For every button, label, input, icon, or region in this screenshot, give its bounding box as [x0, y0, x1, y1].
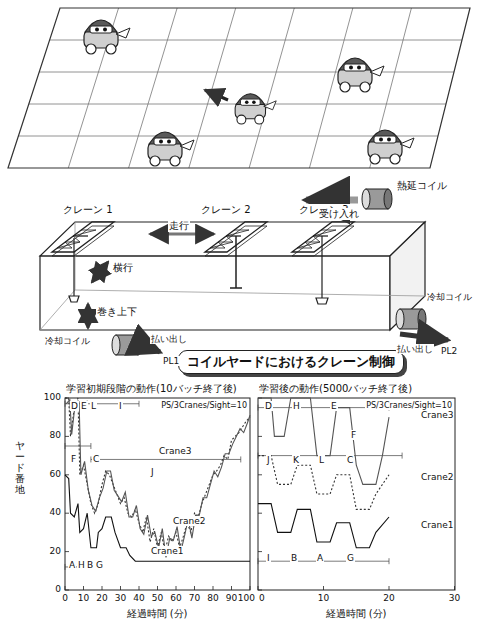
- span-letter: J: [266, 455, 271, 465]
- series-label: Crane1: [150, 546, 184, 556]
- tick-label: 50: [151, 593, 164, 603]
- tick-label: 100: [237, 593, 256, 603]
- tick-label: 40: [49, 507, 62, 517]
- span-letter: L: [90, 401, 97, 411]
- span-letter: G: [95, 560, 104, 570]
- tick-label: 30: [448, 593, 461, 603]
- tick-label: 0: [258, 593, 266, 603]
- crane-name: クレーン 2: [200, 204, 252, 216]
- series-label: Crane2: [420, 472, 454, 482]
- span-letter: E: [330, 401, 338, 411]
- span-letter: F: [70, 454, 77, 464]
- chart-title: 学習後の動作(5000バッチ終了後): [258, 383, 413, 395]
- chart-setting: PS/3Cranes/Sight=10: [365, 401, 453, 410]
- span-letter: F: [350, 430, 357, 440]
- motion-label: 走行: [168, 220, 190, 232]
- coil-label: 冷却コイル: [44, 336, 91, 346]
- span-letter: C: [346, 455, 354, 465]
- span-letter: G: [346, 553, 355, 563]
- port-name: PL2: [440, 346, 458, 356]
- tick-label: 60: [169, 593, 182, 603]
- span-letter: C: [92, 454, 100, 464]
- action-label: 払い出し: [150, 334, 188, 344]
- motion-label: 横行: [112, 262, 134, 274]
- title-text: コイルヤードにおけるクレーン制御: [187, 354, 395, 370]
- tick-label: 10: [317, 593, 330, 603]
- tick-label: 60: [49, 469, 62, 479]
- tick-label: 40: [132, 593, 145, 603]
- coil-label: 熱延コイル: [396, 180, 448, 192]
- span-letter: D: [264, 401, 273, 411]
- axis-title: ヤード番地: [14, 440, 26, 495]
- span-letter: L: [318, 455, 325, 465]
- axis-title: 経過時間 (分): [325, 608, 388, 620]
- tick-label: 20: [49, 546, 62, 556]
- motion-label: 巻き上下: [96, 306, 138, 318]
- chart-setting: PS/3Cranes/Sight=10: [160, 401, 248, 410]
- span-letter: D: [70, 401, 79, 411]
- series-label: Crane2: [172, 516, 206, 526]
- coil-label: 冷却コイル: [426, 292, 473, 302]
- span-letter: B: [86, 560, 94, 570]
- span-letter: I: [266, 553, 271, 563]
- span-letter: A: [316, 553, 324, 563]
- series-label: Crane3: [158, 446, 192, 456]
- span-letter: K: [292, 455, 300, 465]
- chart-title: 学習初期段階の動作(10バッチ終了後): [65, 383, 238, 395]
- span-letter: B: [290, 553, 298, 563]
- series-label: Crane3: [420, 410, 454, 420]
- tick-label: 20: [382, 593, 395, 603]
- tick-label: 20: [95, 593, 108, 603]
- tick-label: 10: [77, 593, 90, 603]
- span-letter: H: [292, 401, 301, 411]
- tick-label: 80: [49, 430, 62, 440]
- crane-name: クレーン 1: [62, 204, 114, 216]
- span-letter: J: [150, 467, 155, 477]
- span-letter: I: [118, 401, 123, 411]
- span-letter: H: [77, 560, 86, 570]
- span-letter: A: [68, 560, 76, 570]
- tick-label: 100: [43, 392, 62, 402]
- tick-label: 70: [188, 593, 201, 603]
- tick-label: 0: [61, 593, 69, 603]
- action-label: 払い出し: [396, 344, 434, 354]
- tick-label: 80: [206, 593, 219, 603]
- port-name: PL1: [162, 356, 180, 366]
- axis-title: 経過時間 (分): [126, 608, 189, 620]
- series-label: Crane1: [420, 520, 454, 530]
- action-label: 受け入れ: [318, 208, 360, 220]
- tick-label: 30: [114, 593, 127, 603]
- span-letter: E: [80, 401, 88, 411]
- title-box: コイルヤードにおけるクレーン制御: [178, 350, 404, 374]
